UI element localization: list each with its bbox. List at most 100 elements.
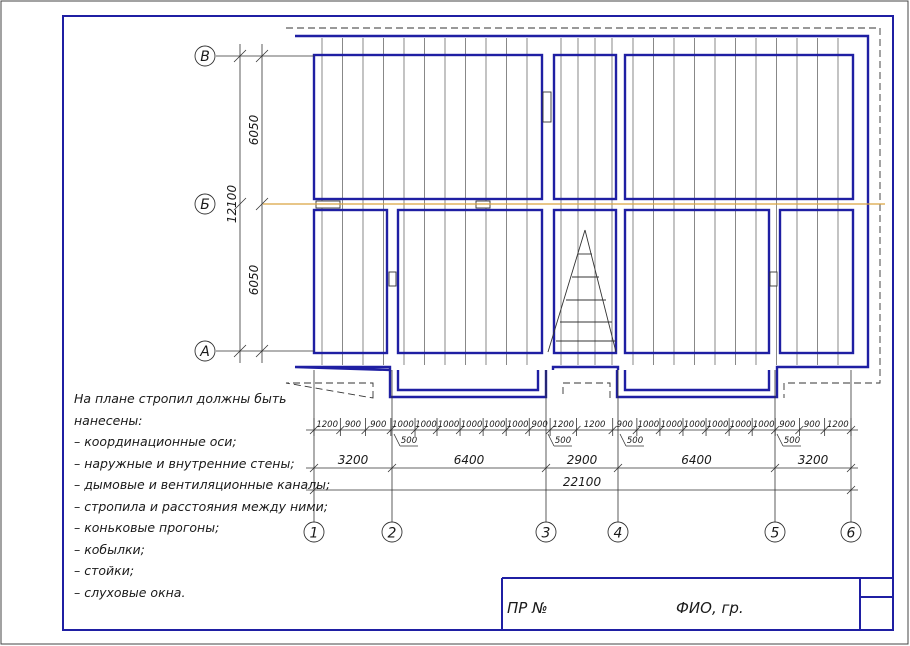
dimension-tick [455, 425, 465, 435]
dimension-label-fine: 1000 [484, 420, 506, 430]
offset-leader [619, 433, 627, 447]
dimension-tick [361, 425, 370, 435]
dimension-label-fine: 1000 [661, 420, 683, 430]
dimension-label-axis: 3200 [798, 453, 829, 467]
rafters [321, 38, 839, 365]
axis-label-2: 2 [388, 526, 397, 542]
dimension-tick [608, 425, 617, 435]
dimension-tick [541, 463, 551, 473]
dimension-label-fine: 1000 [753, 420, 775, 430]
dimension-tick [747, 425, 757, 435]
dimension-tick [386, 425, 396, 435]
dimension-label-fine: 1000 [415, 420, 437, 430]
dimension-tick [309, 425, 319, 435]
dimension-tick [478, 425, 488, 435]
dimension-label-fine: 900 [532, 420, 548, 430]
title-block [501, 577, 893, 630]
dimension-tick [632, 425, 642, 435]
dimension-tick [678, 425, 688, 435]
dimension-tick [820, 425, 829, 435]
dimension-tick [701, 425, 711, 435]
dimension-tick [387, 463, 397, 473]
dimension-tick [410, 425, 420, 435]
dimension-tick [655, 425, 665, 435]
axis-label-B: В [200, 49, 210, 65]
author-group-label: ФИО, гр. [676, 599, 744, 617]
dimension-label-fine: 900 [617, 420, 633, 430]
dimension-label-fine: 1000 [638, 420, 660, 430]
axis-bubble-Bsoft: Б [194, 193, 216, 215]
dimension-label-fine: 900 [370, 420, 386, 430]
dimension-label-axis: 6400 [454, 453, 485, 467]
eaves-outline [285, 27, 881, 399]
offset-leader [393, 433, 401, 447]
dimension-tick [846, 485, 856, 495]
axis-label-4: 4 [614, 526, 623, 542]
dimension-tick [524, 425, 534, 435]
dimension-label-fine: 1200 [316, 420, 338, 430]
dimension-tick [846, 425, 856, 435]
axis-bubble-B: В [194, 45, 216, 67]
dimension-label-offset: 500 [627, 436, 643, 446]
dimension-label-fine: 1000 [730, 420, 752, 430]
dimension-label-fine: 900 [345, 420, 361, 430]
note-item: – слуховые окна. [74, 584, 186, 600]
dimension-label-offset: 500 [555, 436, 571, 446]
number-axis-leaders [313, 370, 852, 522]
dimension-label-fine: 1000 [684, 420, 706, 430]
dimension-label-fine: 1000 [507, 420, 529, 430]
axis-label-1: 1 [310, 526, 319, 542]
axis-leaders [216, 55, 314, 352]
dimension-tick [336, 425, 345, 435]
axis-label-A: А [199, 344, 210, 360]
offset-leader [776, 433, 784, 447]
dimension-label-overall: 22100 [563, 475, 602, 489]
note-item: – наружные и внутренние стены; [74, 455, 295, 471]
axis-bubble-6: 6 [840, 521, 862, 543]
dimension-tick [309, 485, 319, 495]
number-axis-bubbles: 1 2 3 4 5 6 [303, 521, 862, 543]
dimension-tick [501, 425, 511, 435]
project-number-label: ПР № [507, 599, 548, 617]
axis-bubble-4: 4 [607, 521, 629, 543]
dimension-tick [572, 425, 581, 435]
axis-bubble-A: А [194, 340, 216, 362]
dimension-label-fine: 1000 [392, 420, 414, 430]
axis-label-5: 5 [771, 526, 780, 542]
dimension-label-fine: 1200 [552, 420, 574, 430]
dimension-6050-upper: 6050 [247, 114, 261, 145]
dimension-tick [432, 425, 442, 435]
dimension-label-offset: 500 [401, 436, 417, 446]
dimension-label-fine: 1200 [827, 420, 849, 430]
dimension-6050-lower: 6050 [247, 264, 261, 295]
horizontal-dimension-chains [306, 418, 858, 495]
note-item: – стропила и расстояния между ними; [74, 498, 329, 514]
note-item: – кобылки; [74, 541, 145, 557]
dimension-label-offset: 500 [784, 436, 800, 446]
dimension-label-fine: 1200 [584, 420, 606, 430]
dimension-label-fine: 1000 [707, 420, 729, 430]
note-heading-line-2: нанесены: [74, 412, 143, 428]
offset-leader [547, 433, 555, 447]
inner-walls [312, 53, 855, 399]
dimension-label-axis: 2900 [567, 453, 598, 467]
axis-bubble-1: 1 [303, 521, 325, 543]
outer-walls [294, 34, 870, 372]
axis-bubble-3: 3 [535, 521, 557, 543]
requirements-note: На плане стропил должны быть нанесены: –… [74, 388, 394, 603]
axis-label-3: 3 [542, 526, 551, 542]
dimension-tick [770, 463, 780, 473]
dimension-tick [613, 463, 623, 473]
dimension-label-axis: 3200 [338, 453, 369, 467]
dimension-label-fine: 1000 [438, 420, 460, 430]
dimension-tick [795, 425, 804, 435]
note-item: – стойки; [74, 563, 135, 578]
ventilation-channels [315, 91, 778, 287]
note-item: – коньковые прогоны; [74, 520, 220, 535]
axis-label-6: 6 [847, 526, 856, 542]
staircase [547, 229, 617, 353]
